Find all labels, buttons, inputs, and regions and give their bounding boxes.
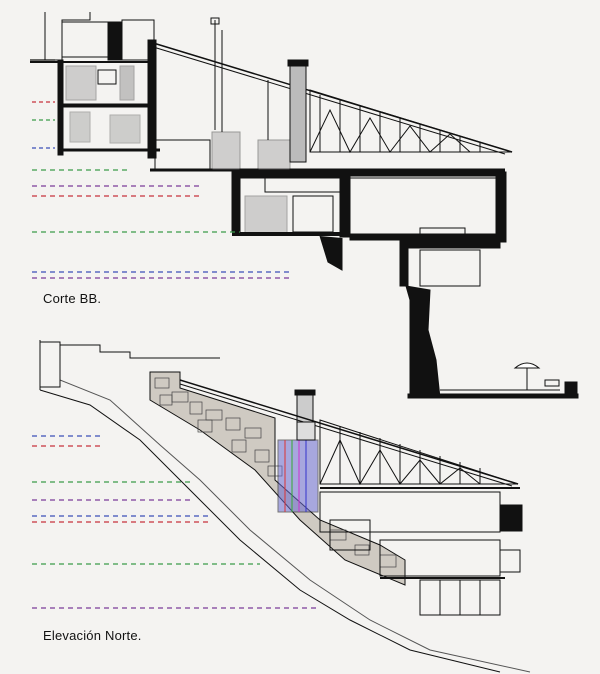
elevation-caption: Elevación Norte.: [43, 628, 142, 643]
section-cliff-pool: [399, 239, 579, 399]
elevation-terrain: [39, 340, 531, 673]
section-caption: Corte BB.: [43, 291, 102, 306]
section-lower-floor: [232, 195, 506, 271]
section-chimney: [289, 61, 307, 163]
elevation-level-marks: [32, 435, 320, 609]
section-level-marks: [30, 59, 290, 279]
elevation-drawing: [39, 340, 531, 673]
elevation-roof: [179, 379, 519, 487]
elevation-glazing: [277, 421, 319, 513]
section-roof: [149, 17, 513, 155]
section-main-floor: [150, 131, 507, 243]
elevation-main-volume: [319, 487, 523, 616]
section-drawing: [30, 12, 579, 399]
section-left-tower: [30, 12, 160, 159]
